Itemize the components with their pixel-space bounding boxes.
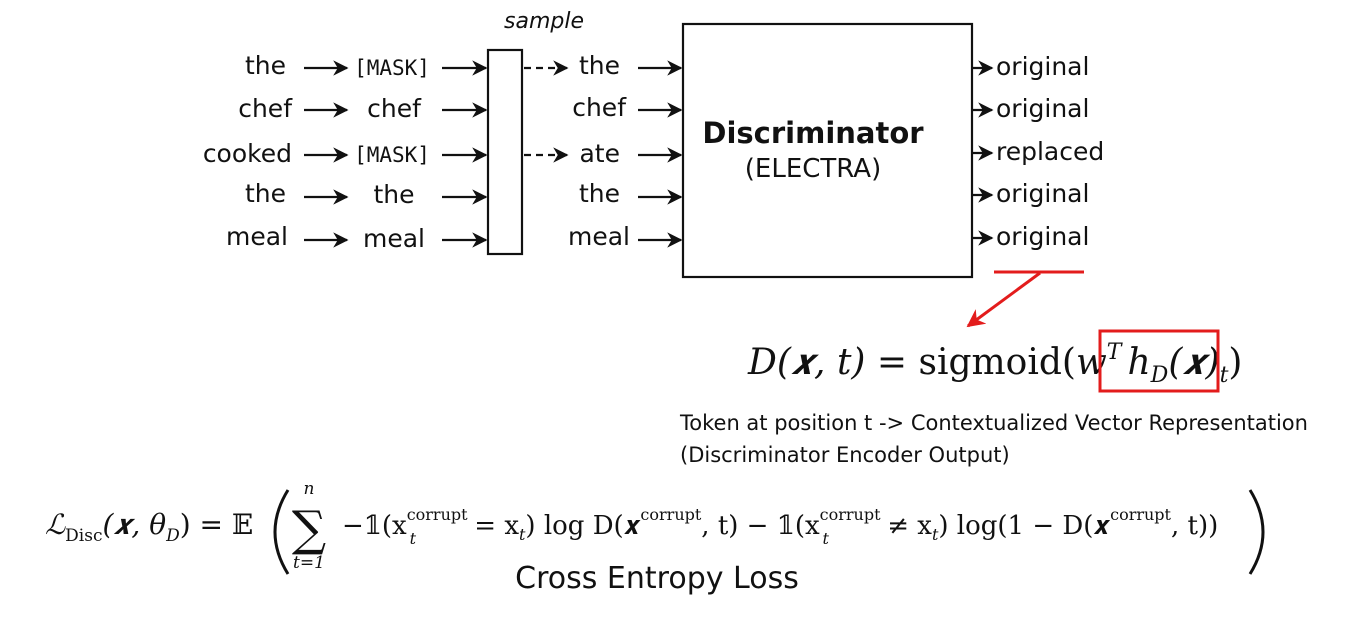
input-token: cooked [203, 139, 292, 168]
discriminator-title: Discriminator [702, 116, 924, 150]
masked-token: meal [363, 224, 425, 253]
sampled-token: the [579, 51, 620, 80]
sample-arrows [524, 60, 569, 163]
masked-arrows [442, 60, 488, 248]
input-token: the [245, 51, 286, 80]
sample-label: sample [504, 9, 584, 34]
output-label: original [996, 179, 1089, 208]
input-token: meal [226, 222, 288, 251]
masked-token: [MASK] [354, 56, 430, 80]
left-paren [273, 489, 290, 575]
discriminator-box [681, 22, 974, 279]
masked-tokens: [MASK] chef [MASK] the meal [354, 56, 430, 253]
sum-lower: t=1 [293, 553, 325, 573]
masked-token: the [373, 180, 414, 209]
note-line-2: (Discriminator Encoder Output) [680, 443, 1010, 467]
output-label: original [996, 94, 1089, 123]
sum-symbol: ∑ [292, 501, 326, 557]
loss-lhs: ℒDisc(𝒙, θD) = 𝔼 [45, 508, 253, 546]
output-label: original [996, 52, 1089, 81]
hidden-state-highlight-box [1098, 329, 1220, 393]
sampled-token: chef [572, 93, 627, 122]
sampler-box [486, 48, 524, 256]
discriminator-input-arrows [638, 60, 683, 248]
highlight-pointer-arrow [966, 271, 1041, 328]
input-token: the [245, 179, 286, 208]
sampled-token: ate [579, 139, 620, 168]
sampled-token: the [579, 179, 620, 208]
input-token: chef [238, 94, 293, 123]
sampled-tokens: the chef ate the meal [568, 51, 630, 251]
sum-upper: n [304, 479, 315, 499]
output-label: replaced [996, 137, 1104, 166]
note-line-1: Token at position t -> Contextualized Ve… [679, 411, 1308, 435]
input-tokens: the chef cooked the meal [203, 51, 293, 251]
masked-token: chef [367, 94, 422, 123]
input-arrows [304, 60, 349, 248]
sampled-token: meal [568, 222, 630, 251]
output-label: original [996, 222, 1089, 251]
loss-caption: Cross Entropy Loss [515, 561, 799, 596]
right-paren [1248, 489, 1265, 575]
output-labels: original original replaced original orig… [996, 52, 1104, 251]
output-arrows [972, 60, 994, 246]
discriminator-subtitle: (ELECTRA) [745, 154, 881, 184]
masked-token: [MASK] [354, 143, 430, 167]
